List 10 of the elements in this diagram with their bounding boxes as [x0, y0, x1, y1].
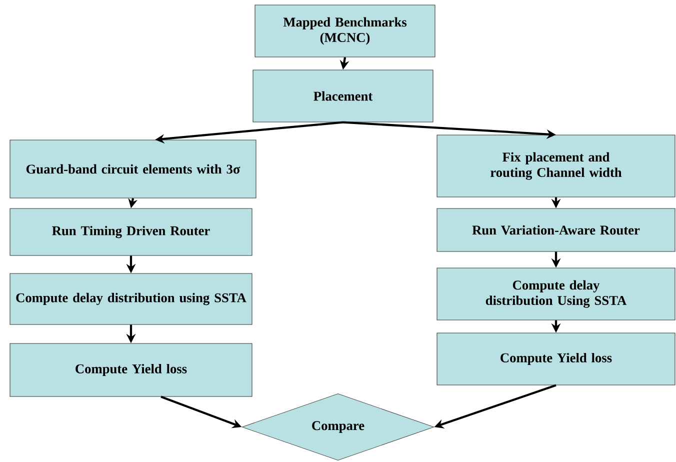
process-box: Placement: [252, 70, 434, 122]
process-box: Compute delay distribution using SSTA: [10, 273, 252, 325]
process-box: Compute delay distribution Using SSTA: [436, 268, 676, 320]
process-box: Guard-band circuit elements with 3σ: [10, 140, 256, 198]
process-box: Run Variation-Aware Router: [436, 208, 676, 252]
process-box: Run Timing Driven Router: [10, 208, 252, 256]
process-box: Compute Yield loss: [10, 343, 252, 397]
process-box: Mapped Benchmarks (MCNC): [254, 4, 436, 58]
process-box: Compute Yield loss: [436, 332, 676, 386]
process-box: Fix placement and routing Channel width: [436, 134, 676, 198]
